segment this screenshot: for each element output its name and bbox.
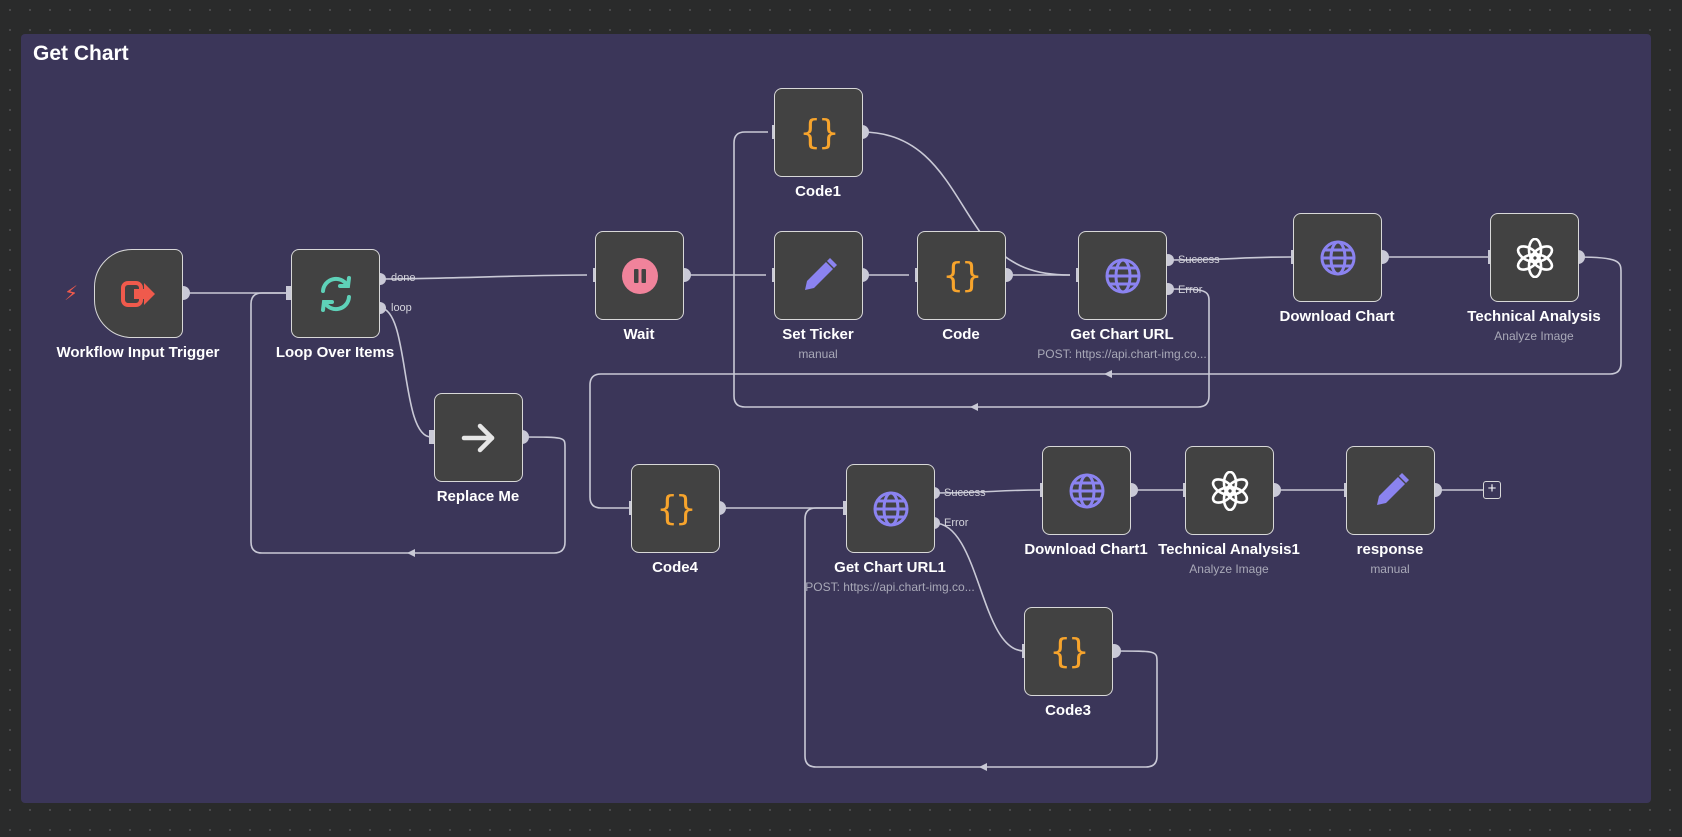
node-subtitle: Analyze Image	[1494, 329, 1574, 343]
globe-icon	[1068, 472, 1106, 510]
edge-code1-to-getchart	[861, 131, 1071, 276]
node-label: Technical Analysis	[1467, 308, 1601, 325]
node-download-chart[interactable]	[1293, 213, 1382, 302]
edge-getchart1-error-to-code3	[933, 522, 1025, 652]
node-wait[interactable]	[595, 231, 684, 320]
node-label: Replace Me	[436, 488, 520, 505]
node-label: Set Ticker	[782, 326, 854, 343]
node-label: Loop Over Items	[275, 344, 395, 361]
node-label: Code1	[795, 183, 841, 200]
braces-icon: {}	[943, 255, 982, 296]
arrow-right-icon	[461, 422, 497, 454]
edge-arrow	[1104, 370, 1112, 378]
node-label: Code	[942, 326, 980, 343]
pen-icon	[800, 257, 838, 295]
edge-code3-back-to-getchart1	[804, 507, 1158, 768]
node-code4[interactable]: {}	[631, 464, 720, 553]
group-title: Get Chart	[33, 42, 129, 65]
port-label-done: done	[391, 272, 416, 284]
node-subtitle: manual	[798, 347, 838, 361]
openai-icon	[1210, 470, 1250, 511]
node-loop-over-items[interactable]	[291, 249, 380, 338]
port-label-success: Success	[944, 487, 986, 499]
input-port	[843, 501, 848, 515]
node-subtitle: POST: https://api.chart-img.co...	[805, 580, 975, 594]
node-label: Get Chart URL1	[834, 559, 946, 576]
edge-ta-to-code4	[589, 256, 1622, 509]
trigger-bolt-icon: ⚡︎	[64, 283, 79, 305]
node-label: Code3	[1045, 702, 1091, 719]
edge-arrow	[979, 763, 987, 771]
port-label-success: Success	[1178, 254, 1220, 266]
node-code1[interactable]: {}	[774, 88, 863, 177]
node-label: Code4	[652, 559, 698, 576]
node-subtitle: Analyze Image	[1189, 562, 1269, 576]
node-label: Download Chart1	[1024, 541, 1148, 558]
edge-getchart1-success-to-download1	[933, 489, 1041, 494]
port-label-error: Error	[1178, 284, 1203, 296]
node-workflow-input-trigger[interactable]	[94, 249, 183, 338]
node-set-ticker[interactable]	[774, 231, 863, 320]
braces-icon: {}	[657, 488, 696, 529]
globe-icon	[1104, 257, 1142, 295]
node-replace-me[interactable]	[434, 393, 523, 482]
node-technical-analysis[interactable]	[1490, 213, 1579, 302]
node-code3[interactable]: {}	[1024, 607, 1113, 696]
pen-icon	[1372, 472, 1410, 510]
sync-icon	[316, 274, 356, 314]
node-response[interactable]	[1346, 446, 1435, 535]
node-download-chart1[interactable]	[1042, 446, 1131, 535]
braces-icon: {}	[800, 112, 839, 153]
node-label: Technical Analysis1	[1158, 541, 1300, 558]
node-label: Workflow Input Trigger	[56, 344, 220, 361]
globe-icon	[1319, 239, 1357, 277]
node-code[interactable]: {}	[917, 231, 1006, 320]
node-label: response	[1356, 541, 1424, 558]
edge-arrow	[970, 403, 978, 411]
node-label: Get Chart URL	[1070, 326, 1174, 343]
globe-icon	[872, 490, 910, 528]
edge-loop-done-to-wait	[379, 274, 588, 280]
input-port	[429, 430, 434, 444]
port-label-loop: loop	[391, 302, 412, 314]
node-get-chart-url[interactable]	[1078, 231, 1167, 320]
edge-replace-back-to-loop	[250, 292, 566, 554]
node-subtitle: POST: https://api.chart-img.co...	[1037, 347, 1207, 361]
node-technical-analysis1[interactable]	[1185, 446, 1274, 535]
input-port	[286, 286, 291, 300]
edge-arrow	[407, 549, 415, 557]
node-label: Download Chart	[1279, 308, 1395, 325]
braces-icon: {}	[1050, 631, 1089, 672]
edge-getchart-error-to-code1	[733, 131, 1210, 408]
sign-out-icon	[120, 279, 158, 309]
node-get-chart-url1[interactable]	[846, 464, 935, 553]
pause-circle-icon	[621, 257, 659, 295]
port-label-error: Error	[944, 517, 969, 529]
node-subtitle: manual	[1370, 562, 1410, 576]
add-node-button[interactable]: +	[1483, 481, 1501, 499]
node-label: Wait	[623, 326, 655, 343]
edge-getchart-success-to-download	[1167, 256, 1292, 261]
openai-icon	[1515, 237, 1555, 278]
edge-loop-to-replace	[379, 307, 432, 438]
